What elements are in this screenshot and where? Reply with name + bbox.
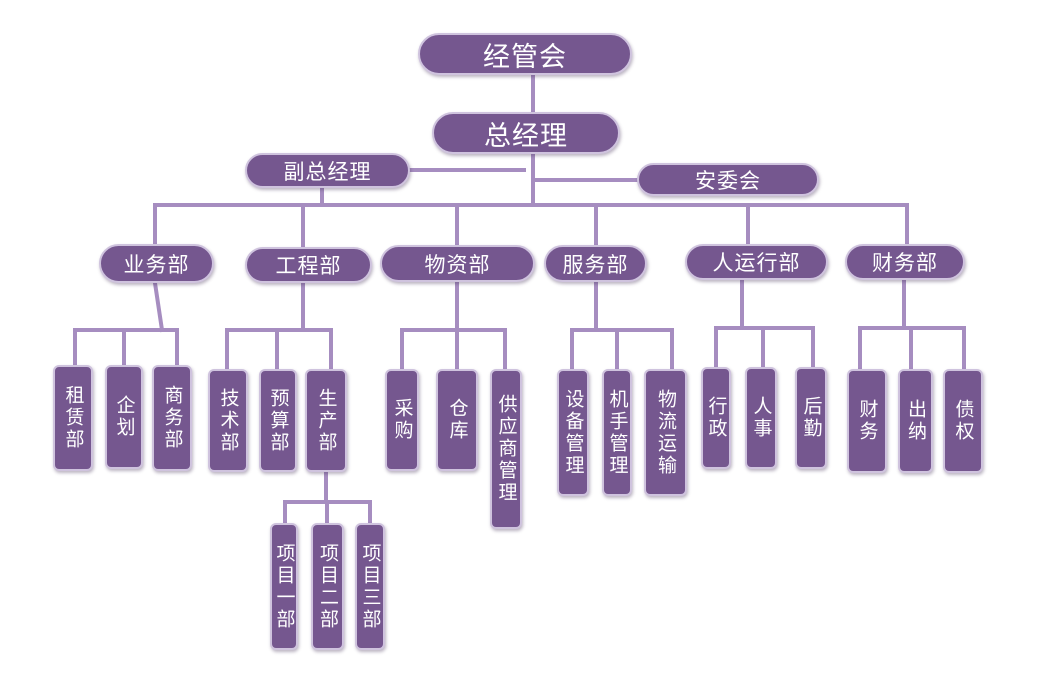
node-yusuanbu: 预算部 (259, 369, 297, 472)
node-label: 生产部 (315, 387, 338, 454)
node-anweihui: 安委会 (637, 163, 819, 196)
node-label: 业务部 (123, 252, 190, 277)
node-zulinbu: 租赁部 (53, 365, 93, 471)
node-gongchengbu: 工程部 (245, 247, 372, 283)
node-fuzongjingli: 副总经理 (245, 153, 410, 188)
node-label: 物资部 (424, 252, 491, 277)
node-label: 工程部 (275, 254, 342, 278)
node-label: 副总经理 (283, 159, 372, 184)
node-label: 财务 (856, 399, 879, 443)
node-houqin: 后勤 (795, 367, 827, 469)
node-label: 项目二部 (317, 542, 339, 631)
node-xiangmuyibu: 项目一部 (270, 523, 298, 650)
node-label: 总经理 (484, 120, 568, 152)
node-label: 行政 (705, 396, 728, 440)
node-qihua: 企划 (105, 365, 143, 469)
node-caiwu: 财务 (847, 369, 887, 473)
node-label: 采购 (391, 398, 414, 442)
node-label: 预算部 (267, 387, 290, 454)
node-label: 财务部 (872, 251, 938, 275)
node-caigou: 采购 (385, 369, 419, 471)
node-label: 安委会 (695, 168, 761, 193)
node-xingzheng: 行政 (701, 367, 731, 469)
node-chuna: 出纳 (898, 369, 933, 473)
node-label: 债权 (952, 399, 975, 443)
node-label: 商务部 (161, 385, 184, 451)
node-label: 人运行部 (712, 251, 801, 275)
node-label: 供应商管理 (495, 394, 518, 504)
node-renyunxingbu: 人运行部 (685, 244, 828, 280)
node-label: 仓库 (446, 398, 469, 442)
node-xiangmuerbu: 项目二部 (311, 523, 344, 650)
node-label: 项目一部 (273, 542, 296, 631)
node-label: 机手管理 (606, 388, 629, 477)
node-jishubu: 技术部 (208, 369, 248, 472)
node-jishouguanli: 机手管理 (602, 369, 632, 496)
node-xiangmusanbu: 项目三部 (355, 523, 385, 650)
node-label: 经管会 (483, 41, 567, 73)
node-wuliuyunshu: 物流运输 (644, 369, 687, 496)
node-caiwubu: 财务部 (845, 244, 965, 280)
node-cangku: 仓库 (436, 369, 478, 471)
node-jingguanhui: 经管会 (418, 33, 632, 75)
node-label: 技术部 (217, 387, 240, 454)
node-zhaiquan: 债权 (943, 369, 983, 473)
node-shebeiguanli: 设备管理 (557, 369, 589, 496)
node-label: 服务部 (562, 252, 629, 277)
node-zongjingli: 总经理 (432, 112, 620, 154)
node-label: 设备管理 (562, 388, 585, 477)
node-label: 项目三部 (359, 542, 382, 631)
node-label: 后勤 (800, 396, 823, 440)
node-wuzibu: 物资部 (380, 245, 535, 282)
node-shangwubu: 商务部 (152, 365, 192, 471)
node-label: 租赁部 (62, 385, 85, 451)
node-label: 企划 (113, 395, 136, 439)
node-label: 物流运输 (655, 388, 677, 477)
node-yewubu: 业务部 (99, 244, 214, 283)
node-fuwubu: 服务部 (544, 245, 647, 282)
node-gongyingshangguanli: 供应商管理 (490, 369, 522, 529)
node-label: 出纳 (905, 399, 927, 443)
connector-line (152, 280, 165, 333)
node-renshi: 人事 (745, 367, 777, 469)
node-label: 人事 (750, 396, 773, 440)
node-shengchanbu: 生产部 (305, 369, 347, 472)
